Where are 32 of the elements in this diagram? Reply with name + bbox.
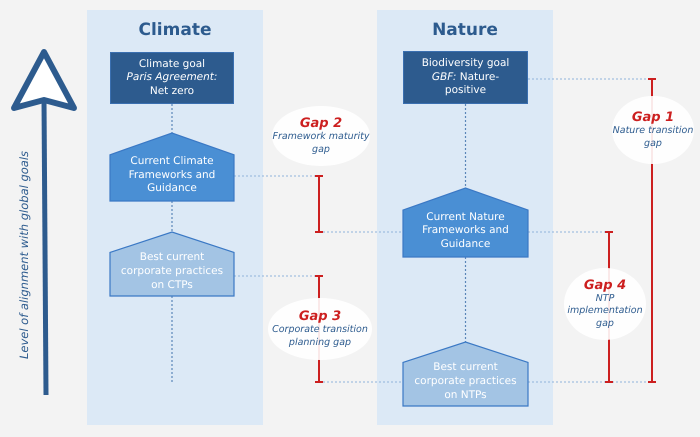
gap-description: Nature transition gap — [612, 125, 694, 150]
gap-title: Gap 2 — [300, 116, 342, 132]
column-panel — [377, 10, 553, 425]
box-text: Climate goal — [138, 58, 206, 72]
box-text: Biodiversity goal — [422, 57, 510, 71]
goal-text: Paris Agreement: Net zero — [126, 71, 218, 98]
box-text: Best current corporate practices on CTPs — [120, 251, 224, 292]
pentagon-box — [403, 188, 528, 257]
column-title: Nature — [431, 20, 499, 40]
pentagon-box — [110, 232, 234, 296]
gap-title: Gap 3 — [298, 309, 342, 324]
column-title: Climate — [138, 20, 212, 40]
gap-title: Gap 4 — [584, 278, 626, 293]
dotted-connector — [171, 296, 173, 382]
box-text: Best current corporate practices on NTPs — [413, 361, 518, 402]
goal-text: GBF: Nature-positive — [430, 70, 500, 98]
goal-box — [110, 52, 234, 104]
dotted-connector — [171, 201, 173, 232]
pentagon-box — [403, 342, 528, 406]
axis-label: Level of alignment with global goals — [17, 150, 31, 360]
dotted-connector — [171, 104, 173, 133]
gap-title: Gap 1 — [632, 110, 674, 126]
column-panel — [87, 10, 263, 425]
box-text: Current Nature Frameworks and Guidance — [421, 210, 510, 252]
goal-box — [403, 51, 528, 104]
gap-description: Framework maturity gap — [272, 131, 370, 156]
dotted-connector — [464, 104, 466, 188]
box-text: Current Climate Frameworks and Guidance — [128, 155, 216, 196]
gap-description: NTP implementation gap — [566, 292, 644, 330]
pentagon-box — [110, 133, 234, 201]
dotted-connector — [464, 257, 466, 342]
gap-description: Corporate transition planning gap — [271, 324, 369, 349]
